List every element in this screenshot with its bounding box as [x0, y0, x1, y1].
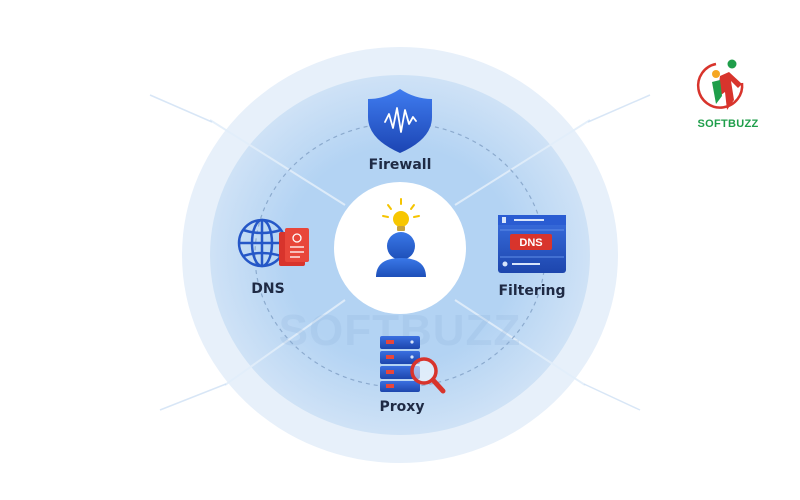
globe-icon — [237, 218, 287, 268]
dns-server-icon: DNS — [498, 215, 566, 273]
node-label-firewall: Firewall — [369, 157, 432, 173]
node-label-filtering: Filtering — [498, 283, 565, 299]
node-proxy: Proxy — [380, 336, 446, 415]
magnifier-icon — [410, 357, 446, 394]
server-stack-icon — [380, 336, 420, 392]
shield-icon — [368, 89, 432, 153]
node-dns: DNS — [237, 218, 309, 297]
node-label-proxy: Proxy — [380, 399, 425, 415]
softbuzz-logo: SOFTBUZZ — [696, 59, 758, 130]
brand-name-text: SOFTBUZZ — [697, 118, 758, 130]
node-filtering: DNS Filtering — [498, 215, 566, 299]
node-label-dns: DNS — [251, 281, 284, 297]
section-dividers — [209, 119, 591, 386]
dns-badge-text: DNS — [519, 237, 542, 249]
node-firewall: Firewall — [368, 89, 432, 173]
user-with-lightbulb-icon — [376, 198, 426, 277]
document-icon — [279, 228, 309, 266]
